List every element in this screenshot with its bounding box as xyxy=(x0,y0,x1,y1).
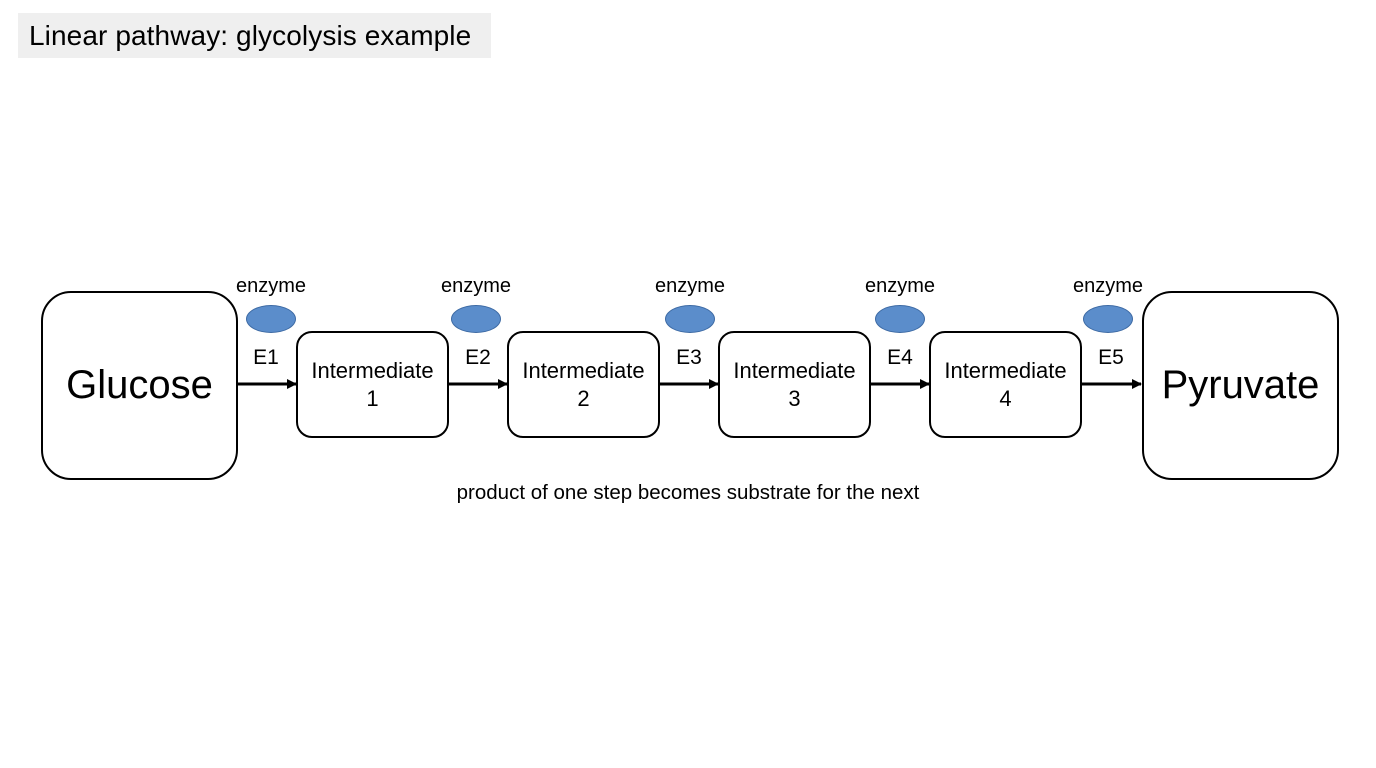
intermediate-number: 1 xyxy=(366,385,379,411)
diagram-title-text: Linear pathway: glycolysis example xyxy=(29,19,472,51)
glucose-node: Glucose xyxy=(41,291,238,480)
intermediate-number: 2 xyxy=(577,385,590,411)
enzyme-label-4: enzyme xyxy=(864,275,936,297)
intermediate-label: Intermediate xyxy=(733,357,856,383)
pathway-caption: product of one step becomes substrate fo… xyxy=(456,481,920,504)
step-label-e1: E1 xyxy=(253,346,279,369)
enzyme-label-3: enzyme xyxy=(654,275,726,297)
enzyme-label-1: enzyme xyxy=(235,275,307,297)
intermediate-node-3: Intermediate 3 xyxy=(718,331,871,438)
intermediate-label: Intermediate xyxy=(311,357,434,383)
intermediate-number: 3 xyxy=(788,385,801,411)
glucose-label: Glucose xyxy=(66,363,213,407)
intermediate-node-4: Intermediate 4 xyxy=(929,331,1082,438)
step-label-e2: E2 xyxy=(465,346,491,369)
intermediate-label: Intermediate xyxy=(522,357,645,383)
intermediate-node-1: Intermediate 1 xyxy=(296,331,449,438)
step-label-e3: E3 xyxy=(676,346,702,369)
intermediate-number: 4 xyxy=(999,385,1012,411)
enzyme-label-2: enzyme xyxy=(440,275,512,297)
pyruvate-label: Pyruvate xyxy=(1161,363,1320,407)
enzyme-oval-3 xyxy=(665,305,715,333)
pyruvate-node: Pyruvate xyxy=(1142,291,1339,480)
enzyme-oval-1 xyxy=(246,305,296,333)
enzyme-oval-4 xyxy=(875,305,925,333)
step-label-e4: E4 xyxy=(887,346,913,369)
diagram-title: Linear pathway: glycolysis example xyxy=(18,13,491,58)
intermediate-node-2: Intermediate 2 xyxy=(507,331,660,438)
enzyme-oval-5 xyxy=(1083,305,1133,333)
enzyme-label-5: enzyme xyxy=(1072,275,1144,297)
intermediate-label: Intermediate xyxy=(944,357,1067,383)
step-label-e5: E5 xyxy=(1098,346,1124,369)
enzyme-oval-2 xyxy=(451,305,501,333)
